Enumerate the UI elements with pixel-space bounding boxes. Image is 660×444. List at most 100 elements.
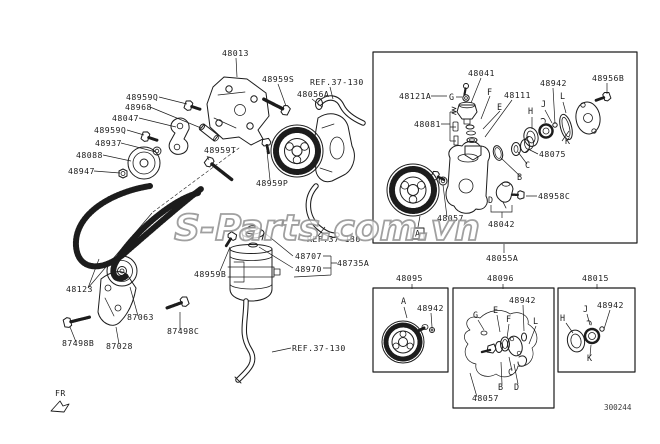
view-letter-a-2: A bbox=[401, 296, 406, 306]
bolt-87498c bbox=[164, 296, 190, 310]
view-letter-d-1: D bbox=[488, 195, 493, 205]
ref-label-bottom: REF.37-130 bbox=[292, 343, 346, 353]
part-label-48123: 48123 bbox=[66, 284, 93, 294]
bolt-48959q-1 bbox=[183, 100, 202, 111]
part-label-48958c: 48958C bbox=[538, 191, 570, 201]
part-label-48942-3: 48942 bbox=[509, 295, 536, 305]
part-label-48959t: 48959T bbox=[204, 145, 236, 155]
view-letter-k-1: K bbox=[565, 136, 571, 146]
part-label-48959s: 48959S bbox=[262, 74, 294, 84]
drive-belt-drawing bbox=[72, 183, 204, 282]
part-label-87498c: 87498C bbox=[167, 326, 199, 336]
part-label-48095: 48095 bbox=[396, 273, 423, 283]
view-letter-a-boxed: A bbox=[415, 229, 420, 239]
ref-label-top: REF.37-130 bbox=[310, 77, 364, 87]
pump-pulley-main-drawing bbox=[270, 124, 324, 178]
detail-box-48015 bbox=[557, 287, 636, 373]
part-label-48942-1: 48942 bbox=[540, 78, 567, 88]
bolt-87498b bbox=[62, 315, 92, 328]
part-label-48121a: 48121A bbox=[399, 91, 431, 101]
part-label-48057-1: 48057 bbox=[437, 213, 464, 223]
watermark-text: S-Parts.com.vn bbox=[174, 208, 480, 249]
view-letter-d-2: D bbox=[514, 382, 519, 392]
idler-pulley-drawing bbox=[118, 146, 162, 180]
part-label-48735a: 48735A bbox=[337, 258, 369, 268]
view-letter-c-2: C bbox=[508, 367, 513, 377]
view-letter-j-2: J bbox=[583, 304, 588, 314]
part-label-48942-2: 48942 bbox=[417, 303, 444, 313]
part-label-87028: 87028 bbox=[106, 341, 133, 351]
view-letter-c-1: C bbox=[525, 160, 530, 170]
return-tube-drawing bbox=[305, 183, 340, 238]
projection-line bbox=[152, 147, 240, 213]
pressure-hose-drawing bbox=[315, 95, 366, 126]
view-letter-f-1: F bbox=[487, 87, 492, 97]
part-label-48937: 48937 bbox=[95, 138, 122, 148]
view-letter-g-2: G bbox=[473, 310, 478, 320]
box-48096-contents bbox=[464, 310, 538, 378]
bolt-48959q-2 bbox=[140, 131, 159, 142]
pump-body-main-drawing bbox=[314, 113, 355, 183]
box-48015-contents bbox=[566, 320, 605, 353]
part-label-48041: 48041 bbox=[468, 68, 495, 78]
view-letter-f-2: F bbox=[506, 314, 511, 324]
view-a-frame bbox=[410, 227, 425, 240]
part-label-48956b: 48956B bbox=[592, 73, 624, 83]
part-label-48942-4: 48942 bbox=[597, 300, 624, 310]
part-label-87063: 87063 bbox=[127, 312, 154, 322]
view-letter-l-2: L bbox=[533, 316, 538, 326]
part-label-48057-2: 48057 bbox=[472, 393, 499, 403]
bolt-48959p bbox=[261, 137, 272, 155]
box1-contents bbox=[386, 83, 612, 240]
bracket-48013-drawing bbox=[206, 76, 270, 146]
part-label-48096: 48096 bbox=[487, 273, 514, 283]
detail-box-48095 bbox=[372, 287, 449, 373]
view-letter-h-2: H bbox=[560, 313, 565, 323]
ref-label-middle: REF.37-130 bbox=[307, 234, 361, 244]
view-letter-b-1: B bbox=[517, 172, 522, 182]
part-label-48088: 48088 bbox=[76, 150, 103, 160]
view-letter-e-1: E bbox=[497, 102, 502, 112]
idler-arm-drawing bbox=[168, 117, 220, 155]
leader-lines bbox=[69, 57, 611, 398]
fr-direction-arrow-icon bbox=[50, 400, 70, 413]
view-letter-b-2: B bbox=[498, 382, 503, 392]
part-label-48047: 48047 bbox=[112, 113, 139, 123]
part-label-48056a: 48056A bbox=[297, 89, 329, 99]
drawing-code: 300244 bbox=[604, 403, 632, 412]
view-letter-j-1: J bbox=[541, 99, 546, 109]
part-label-48111: 48111 bbox=[504, 90, 531, 100]
view-letter-l-1: L bbox=[560, 91, 565, 101]
part-label-48959p: 48959P bbox=[256, 178, 288, 188]
part-label-48707: 48707 bbox=[295, 251, 322, 261]
part-labels: 48013 48959Q 48968 48047 48959Q 48937 48… bbox=[55, 48, 632, 412]
part-label-48959b: 48959B bbox=[194, 269, 226, 279]
part-label-48075: 48075 bbox=[539, 149, 566, 159]
reservoir-drawing bbox=[227, 225, 281, 384]
part-label-48015: 48015 bbox=[582, 273, 609, 283]
bolt-48959b bbox=[224, 231, 238, 248]
view-letter-k-2: K bbox=[587, 353, 593, 363]
part-label-48042: 48042 bbox=[488, 219, 515, 229]
view-letter-h-1: H bbox=[528, 106, 533, 116]
box-48095-contents bbox=[381, 320, 435, 364]
diagram-artwork bbox=[50, 51, 638, 413]
tensioner-drawing bbox=[97, 255, 138, 326]
view-letter-g-1: G bbox=[449, 92, 454, 102]
part-label-87498b: 87498B bbox=[62, 338, 94, 348]
view-letter-e-2: E bbox=[493, 305, 498, 315]
part-label-48081: 48081 bbox=[414, 119, 441, 129]
fr-label: FR bbox=[55, 388, 66, 398]
part-label-48959q-1: 48959Q bbox=[126, 92, 158, 102]
part-label-48970: 48970 bbox=[295, 264, 322, 274]
exploded-view-box bbox=[372, 51, 638, 244]
bolt-48959s bbox=[262, 97, 291, 116]
part-label-48013: 48013 bbox=[222, 48, 249, 58]
part-label-48959q-2: 48959Q bbox=[94, 125, 126, 135]
part-label-48968: 48968 bbox=[125, 102, 152, 112]
detail-box-48096 bbox=[452, 287, 555, 409]
part-label-48055a: 48055A bbox=[486, 253, 518, 263]
part-label-48947: 48947 bbox=[68, 166, 95, 176]
